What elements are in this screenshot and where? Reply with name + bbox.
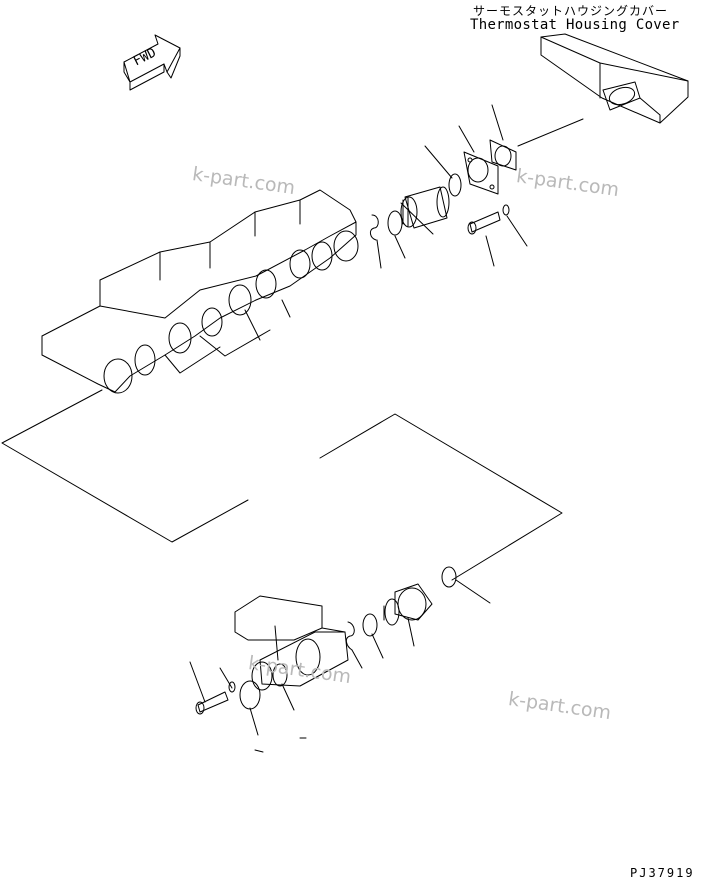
leader-lines-top [164,104,584,374]
connector-tube-top [400,186,450,229]
drawing-code: PJ37919 [630,866,695,880]
washer-lower [228,681,236,693]
thermostat-housing-cover [540,33,689,124]
gasket-top [489,139,517,171]
bolt-top [467,211,501,235]
thermostat-housing-lower [383,583,433,626]
fwd-arrow-icon [123,34,181,91]
o-ring-lower-1 [441,566,457,588]
manifold-assembly [41,189,359,394]
leader-lines-lower [189,579,491,753]
clip-top [369,214,379,241]
o-ring-mid [387,210,403,236]
title-japanese: サーモスタットハウジングカバー [473,4,669,18]
cap-lower [239,680,261,710]
leader-line-loop [1,389,563,581]
o-ring-top [448,173,462,197]
flange-elbow [463,151,499,195]
o-ring-lower-2 [362,613,378,637]
o-ring-lower-3 [272,663,288,687]
manifold-end-lower [234,595,349,691]
clip-lower [345,621,355,651]
bolt-lower [195,691,229,715]
title-english: Thermostat Housing Cover [470,17,680,33]
washer-top [502,204,510,216]
